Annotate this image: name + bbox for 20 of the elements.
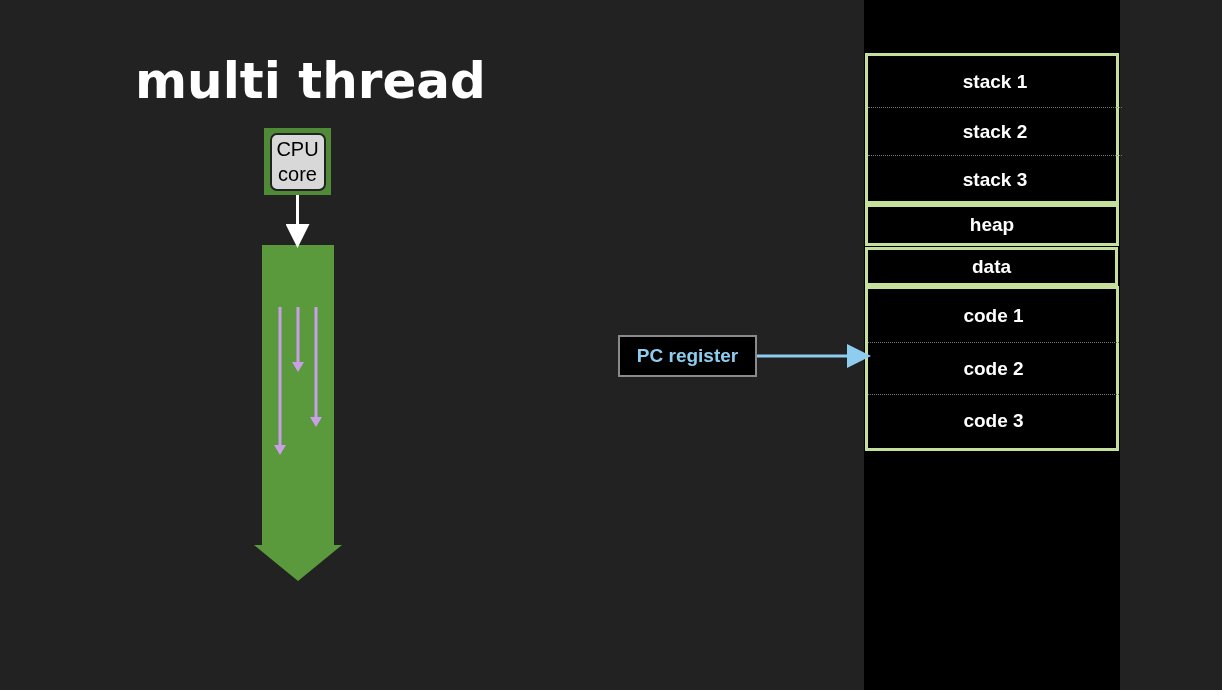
arrow (285, 195, 310, 248)
node-label: code 1 (963, 304, 1024, 327)
register-box (618, 335, 757, 377)
memory-segment-box (865, 204, 1119, 246)
memory-segment-box (865, 286, 1119, 451)
node-label: code 3 (963, 409, 1024, 432)
node-label: PC register (636, 345, 739, 367)
node-label: code 2 (963, 357, 1024, 380)
node-label: stack 3 (962, 168, 1028, 191)
arrow (757, 344, 871, 368)
memory-segment-box (865, 53, 1119, 204)
node-label: data (971, 255, 1012, 278)
node-label: heap (969, 214, 1015, 236)
node-label: stack 2 (962, 120, 1028, 143)
memory-column (864, 0, 1120, 690)
node-label: stack 1 (962, 70, 1028, 93)
thread-flow-arrow (254, 245, 342, 581)
title: multi thread (135, 52, 486, 110)
node-label: CPU core (269, 132, 326, 191)
memory-segment-box (865, 247, 1118, 286)
